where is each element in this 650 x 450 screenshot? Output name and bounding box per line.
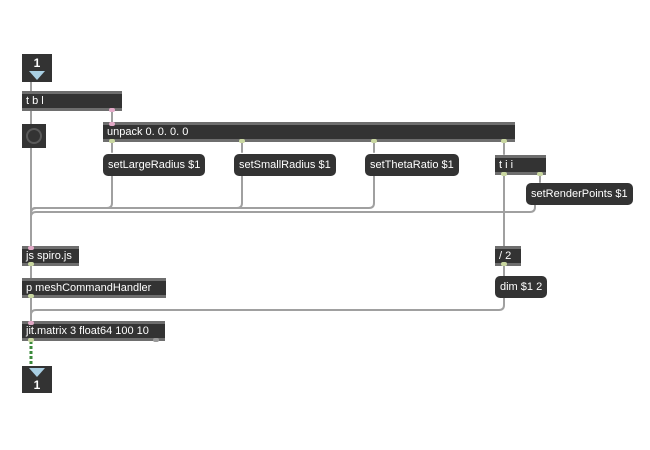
setthetaratio-message[interactable]: setThetaRatio $1 [365, 154, 459, 176]
outlet-port[interactable] [28, 262, 34, 266]
bang-circle-icon [26, 128, 42, 144]
resize-handle[interactable] [153, 338, 159, 342]
unpack-object[interactable]: unpack 0. 0. 0. 0 [103, 122, 515, 142]
cord-dim-to-matrix[interactable] [30, 297, 505, 316]
inlet-port[interactable] [28, 321, 34, 325]
mesh-command-handler-object[interactable]: p meshCommandHandler [22, 278, 166, 298]
setrenderpoints-message[interactable]: setRenderPoints $1 [526, 183, 633, 205]
object-text: jit.matrix 3 float64 100 10 [26, 325, 149, 337]
object-text: js spiro.js [26, 250, 72, 262]
cord-setrender-to-spiro[interactable] [30, 204, 536, 218]
inlet-port[interactable] [28, 246, 34, 250]
message-text: setLargeRadius $1 [108, 159, 201, 171]
outlet-port[interactable] [109, 108, 115, 112]
outlet-port[interactable] [501, 172, 507, 176]
trigger-tii-object[interactable]: t i i [495, 155, 546, 175]
object-text: p meshCommandHandler [26, 282, 152, 294]
cord-settheta-to-spiro[interactable] [30, 175, 375, 214]
setlargeradius-message[interactable]: setLargeRadius $1 [103, 154, 206, 176]
bang-button[interactable] [22, 124, 46, 148]
outlet-port[interactable] [537, 172, 543, 176]
outlet-port[interactable] [371, 139, 377, 143]
message-text: dim $1 2 [500, 281, 543, 293]
outlet-port[interactable] [109, 139, 115, 143]
outlet-number: 1 [33, 378, 41, 392]
trigger-tbl-object[interactable]: t b l [22, 91, 122, 111]
setsmallradius-message[interactable]: setSmallRadius $1 [234, 154, 336, 176]
outlet-port[interactable] [501, 262, 507, 266]
outlet-port[interactable] [28, 338, 34, 342]
object-text: unpack 0. 0. 0. 0 [107, 126, 189, 138]
js-spiro-object[interactable]: js spiro.js [22, 246, 79, 266]
inlet-1[interactable]: 1 [22, 54, 52, 82]
object-text: t i i [499, 159, 514, 171]
inlet-port[interactable] [109, 122, 115, 126]
inlet-number: 1 [33, 56, 41, 70]
inlet-arrow-icon [29, 71, 45, 80]
object-text: t b l [26, 95, 44, 107]
outlet-1[interactable]: 1 [22, 366, 52, 393]
divide-object[interactable]: / 2 [495, 246, 521, 266]
outlet-port[interactable] [28, 294, 34, 298]
object-text: / 2 [499, 250, 512, 262]
outlet-arrow-icon [29, 368, 45, 377]
outlet-port[interactable] [239, 139, 245, 143]
jit-matrix-object[interactable]: jit.matrix 3 float64 100 10 [22, 321, 165, 341]
message-text: setThetaRatio $1 [370, 159, 454, 171]
dim-message[interactable]: dim $1 2 [495, 276, 548, 298]
message-text: setSmallRadius $1 [239, 159, 331, 171]
outlet-port[interactable] [501, 139, 507, 143]
message-text: setRenderPoints $1 [531, 188, 628, 200]
